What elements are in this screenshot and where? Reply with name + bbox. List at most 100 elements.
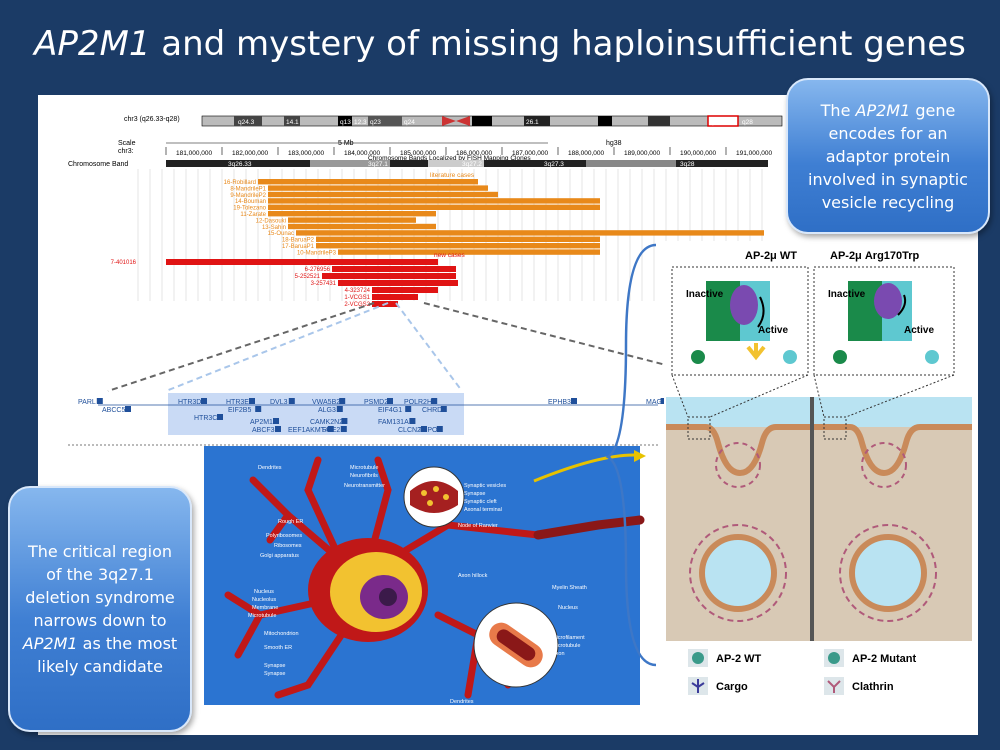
ideogram-band: [338, 116, 352, 126]
gene-exon: [249, 398, 255, 404]
wt-active-label: Active: [758, 325, 788, 336]
gene-exon: [340, 426, 347, 432]
ideogram-band: [368, 116, 402, 126]
gene-exon: [421, 426, 427, 432]
new-cases-label: new cases: [434, 252, 465, 259]
gene-label: PARL: [78, 399, 96, 406]
synaptic-vesicle: [421, 490, 427, 496]
literature-case-label: 9-MandrileP2: [230, 193, 266, 199]
ideogram-band-label: q13: [340, 119, 351, 126]
wt-clathrin-coat: [689, 524, 787, 622]
gene-exon: [255, 406, 262, 412]
literature-case-label: 12-Dasouki: [256, 218, 286, 224]
ideogram-band: [648, 116, 670, 126]
position-label: 181,000,000: [176, 150, 213, 157]
legend-ap2-mutant: AP-2 Mutant: [852, 653, 917, 665]
wt-zoom-box: [687, 416, 711, 440]
callout-left-gene: AP2M1: [22, 634, 78, 653]
gene-exon: [339, 398, 346, 404]
nucleolus: [379, 588, 397, 606]
position-label: 182,000,000: [232, 150, 269, 157]
callout-ap2m1-function: The AP2M1 gene encodes for an adaptor pr…: [786, 78, 990, 234]
literature-case-bar: [268, 191, 498, 198]
centromere: [456, 116, 470, 126]
position-label: 191,000,000: [736, 150, 773, 157]
neuron-label: Microtubule: [350, 465, 378, 471]
ideogram-band-label: q27.3: [710, 119, 727, 126]
gene-label: EEF1AKMT4: [288, 427, 329, 434]
band-track-title: Chromosome Bands Localized by FISH Mappi…: [368, 155, 531, 162]
new-case-bar: [332, 266, 456, 272]
clathrin-icon: [827, 680, 841, 693]
position-label: 183,000,000: [288, 150, 325, 157]
mutant-vesicle: [849, 534, 927, 612]
neuron-label: Axonal terminal: [464, 507, 502, 513]
band-track-segment: [310, 160, 390, 167]
position-label: 188,000,000: [568, 150, 605, 157]
neuron-label: Mitochondrion: [264, 631, 299, 637]
new-case-label: 1-VCGS1: [344, 295, 370, 301]
gene-label: VWA5B2: [312, 399, 340, 406]
mutant-green-domain: [848, 281, 882, 341]
gene-exon: [440, 406, 447, 412]
bracket: [605, 243, 657, 667]
gene-exon: [405, 406, 412, 412]
zoom-line-left-inner: [165, 302, 389, 392]
neuron-label: Golgi apparatus: [260, 553, 299, 559]
literature-case-label: 19-Tolezano: [233, 206, 266, 212]
wt-box: [671, 266, 809, 376]
band-name: 3q28: [680, 161, 695, 168]
gene-track: PARLABCC5HTR3DHTR3CHTR3EEIF2B5DVL3AP2M1A…: [68, 393, 667, 446]
gene-label: HTR3D: [178, 399, 201, 406]
synaptic-vesicle: [427, 500, 433, 506]
literature-case-label: 16-Robillard: [224, 180, 256, 186]
legend-cargo: Cargo: [716, 681, 748, 693]
mutant-title: AP-2μ Arg170Trp: [830, 250, 920, 262]
neuron-label: Microfilament: [552, 635, 585, 641]
wt-arrow: [757, 296, 765, 328]
title-text: and mystery of missing haploinsufficient…: [150, 24, 966, 64]
gene-label: CLCN2: [398, 427, 421, 434]
ap2-legend: AP-2 WT AP-2 Mutant Cargo Clathrin: [688, 649, 917, 695]
neuron-label: Synaptic vesicles: [464, 483, 506, 489]
literature-case-label: 18-BaruaP2: [282, 238, 315, 244]
zoom-line-left: [107, 302, 375, 392]
literature-case-label: 11-Zarate: [240, 212, 266, 218]
wt-membrane: [666, 424, 810, 477]
ap2-panel: AP-2μ WT AP-2μ Arg170Trp Inactive Active: [664, 241, 974, 695]
neuron-label: Microtubule: [248, 613, 276, 619]
synapse-terminal: [410, 481, 458, 513]
literature-case-label: 14-Bouman: [235, 199, 266, 205]
neuron-label: Axon: [552, 651, 565, 657]
gene-exon: [431, 398, 438, 404]
gene-label: AP2M1: [250, 419, 273, 426]
gene-label: THPO: [418, 427, 438, 434]
cargo-icon: [691, 679, 705, 693]
neuron-label: Nucleus: [254, 589, 274, 595]
neuron-label: Rough ER: [278, 519, 303, 525]
callout-left-text: The critical region of the 3q27.1 deleti…: [20, 540, 180, 678]
assembly-label: hg38: [606, 140, 622, 147]
gene-label: ABCC5: [102, 407, 125, 414]
neuron-label: Nucleus: [558, 605, 578, 611]
literature-case-bar: [268, 198, 600, 204]
new-case-bar: [372, 294, 418, 300]
band-track-segment: [586, 160, 676, 167]
literature-case-bar: [296, 230, 764, 236]
gene-label: ABCF3: [252, 427, 275, 434]
wt-pit-clathrin: [715, 442, 761, 488]
legend-clathrin: Clathrin: [852, 681, 894, 693]
neuron-label: Smooth ER: [264, 645, 292, 651]
neuron-label: Synaptic cleft: [464, 499, 497, 505]
wt-ear-left: [691, 350, 705, 364]
mutant-inactive-label: Inactive: [828, 289, 866, 300]
chrom-label: chr3 (q26.33-q28): [124, 116, 180, 123]
new-case-label: 7-401016: [111, 260, 137, 266]
neuron-label: Ribosomes: [274, 543, 302, 549]
gene-exon: [201, 398, 207, 404]
ideogram-band: [284, 116, 300, 126]
literature-case-bar: [338, 249, 600, 255]
ideogram-band-label: 14.1: [286, 119, 299, 126]
gene-exon: [571, 398, 577, 404]
